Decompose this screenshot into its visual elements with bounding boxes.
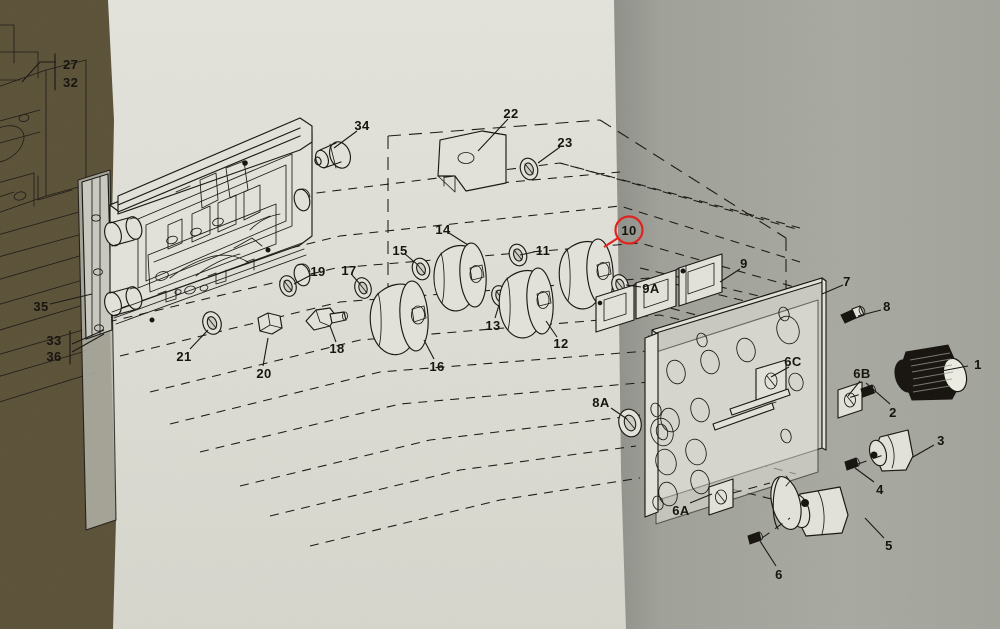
callout-label-11: 11 (536, 243, 551, 258)
callout-label-16: 16 (429, 359, 444, 374)
callout-label-19: 19 (310, 264, 325, 279)
part-6-setscrew (747, 531, 763, 545)
part-19-grommet (279, 275, 297, 297)
callout-label-15: 15 (392, 243, 407, 258)
part-14-disc (433, 242, 487, 312)
fasteners-group (747, 305, 876, 545)
part-22-bracket (437, 130, 507, 193)
part-21-washer (202, 311, 222, 335)
callout-label-21: 21 (176, 349, 191, 364)
callout-label-13: 13 (485, 318, 500, 333)
part-11-washer (508, 243, 528, 267)
callout-label-27: 27 (63, 57, 78, 72)
part-4-setscrew (844, 457, 860, 471)
part-20-hex-nut (257, 312, 283, 335)
callout-label-33: 33 (46, 333, 61, 348)
part-2-setscrew (860, 384, 876, 398)
callout-label-8A: 8A (592, 395, 610, 410)
callout-label-5: 5 (885, 538, 893, 553)
callout-label-6B: 6B (853, 366, 870, 381)
callout-label-9A: 9A (642, 281, 660, 296)
part-34-bulb (314, 141, 352, 169)
part-8A-grommet (618, 408, 642, 438)
part-6A-plate (708, 478, 734, 516)
callout-label-17: 17 (341, 263, 356, 278)
main-mounting-panel (644, 277, 827, 525)
callout-brackets (54, 53, 71, 365)
part-5-switch (770, 475, 849, 537)
hinge-barrels (104, 216, 143, 317)
connector-bracket-group (595, 253, 723, 333)
callout-label-6C: 6C (784, 354, 802, 369)
callout-label-36: 36 (46, 349, 61, 364)
callout-label-18: 18 (329, 341, 344, 356)
small-hardware-group (202, 141, 431, 335)
callout-label-14: 14 (435, 222, 451, 237)
part-6B-plate (837, 381, 863, 419)
callout-label-9: 9 (740, 256, 748, 271)
callout-label-22: 22 (503, 106, 518, 121)
callout-label-10: 10 (621, 223, 636, 238)
callout-label-3: 3 (937, 433, 945, 448)
callout-label-4: 4 (876, 482, 884, 497)
part-23-washer (519, 157, 539, 181)
leader-lines (21, 61, 969, 567)
callout-label-12: 12 (553, 336, 568, 351)
callout-label-35: 35 (33, 299, 48, 314)
part-18-bushing (305, 307, 348, 331)
callout-label-20: 20 (256, 366, 271, 381)
callout-labels: 1 2 3 4 5 6 6A 6B 6C 7 8 8A 9 9A 10 11 1… (33, 57, 981, 582)
callout-label-23: 23 (557, 135, 572, 150)
bezel-housing-assembly (81, 117, 313, 340)
callout-label-34: 34 (354, 118, 370, 133)
red-highlight-annotation (603, 215, 644, 248)
callout-label-8: 8 (883, 299, 891, 314)
part-16-disc (369, 280, 429, 356)
callout-label-1: 1 (974, 357, 982, 372)
callout-label-6A: 6A (672, 503, 690, 518)
callout-label-7: 7 (843, 274, 851, 289)
callout-label-2: 2 (889, 405, 897, 420)
construction-dashed-box (387, 119, 787, 360)
callout-label-6: 6 (775, 567, 783, 582)
part-3-switch (868, 429, 914, 472)
callout-label-32: 32 (63, 75, 78, 90)
part-12-disc (498, 267, 554, 339)
right-bosses (293, 188, 311, 287)
